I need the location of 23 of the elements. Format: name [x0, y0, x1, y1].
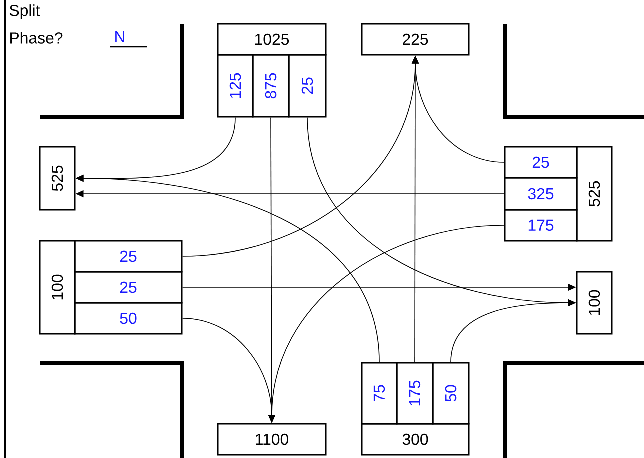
volume-box: 300 [361, 423, 470, 456]
label: Phase? [10, 32, 63, 44]
lane-volume-box: 175 [504, 209, 578, 242]
lane-volume-box: 25 [288, 54, 327, 118]
lane-volume-box: 875 [252, 54, 290, 118]
volume-box: 1025 [217, 23, 327, 56]
answer-field: N [110, 32, 147, 48]
lane-volume-box: 325 [504, 177, 578, 211]
lane-volume-box: 25 [504, 146, 578, 179]
lane-volume-box: 25 [74, 271, 183, 304]
volume-box: 225 [361, 23, 470, 56]
volume-box: 525 [39, 146, 76, 211]
label: Split [10, 4, 40, 20]
lane-volume-box: 50 [74, 302, 183, 335]
lane-volume-box: 50 [432, 362, 470, 425]
volume-box: 100 [39, 240, 76, 335]
volume-box: 100 [576, 271, 613, 335]
lane-volume-box: 175 [396, 362, 434, 425]
lane-volume-box: 75 [361, 362, 398, 425]
lane-volume-box: 25 [74, 240, 183, 273]
volume-box: 525 [576, 146, 613, 242]
lane-volume-box: 125 [217, 54, 254, 118]
volume-box: 1100 [217, 423, 327, 456]
